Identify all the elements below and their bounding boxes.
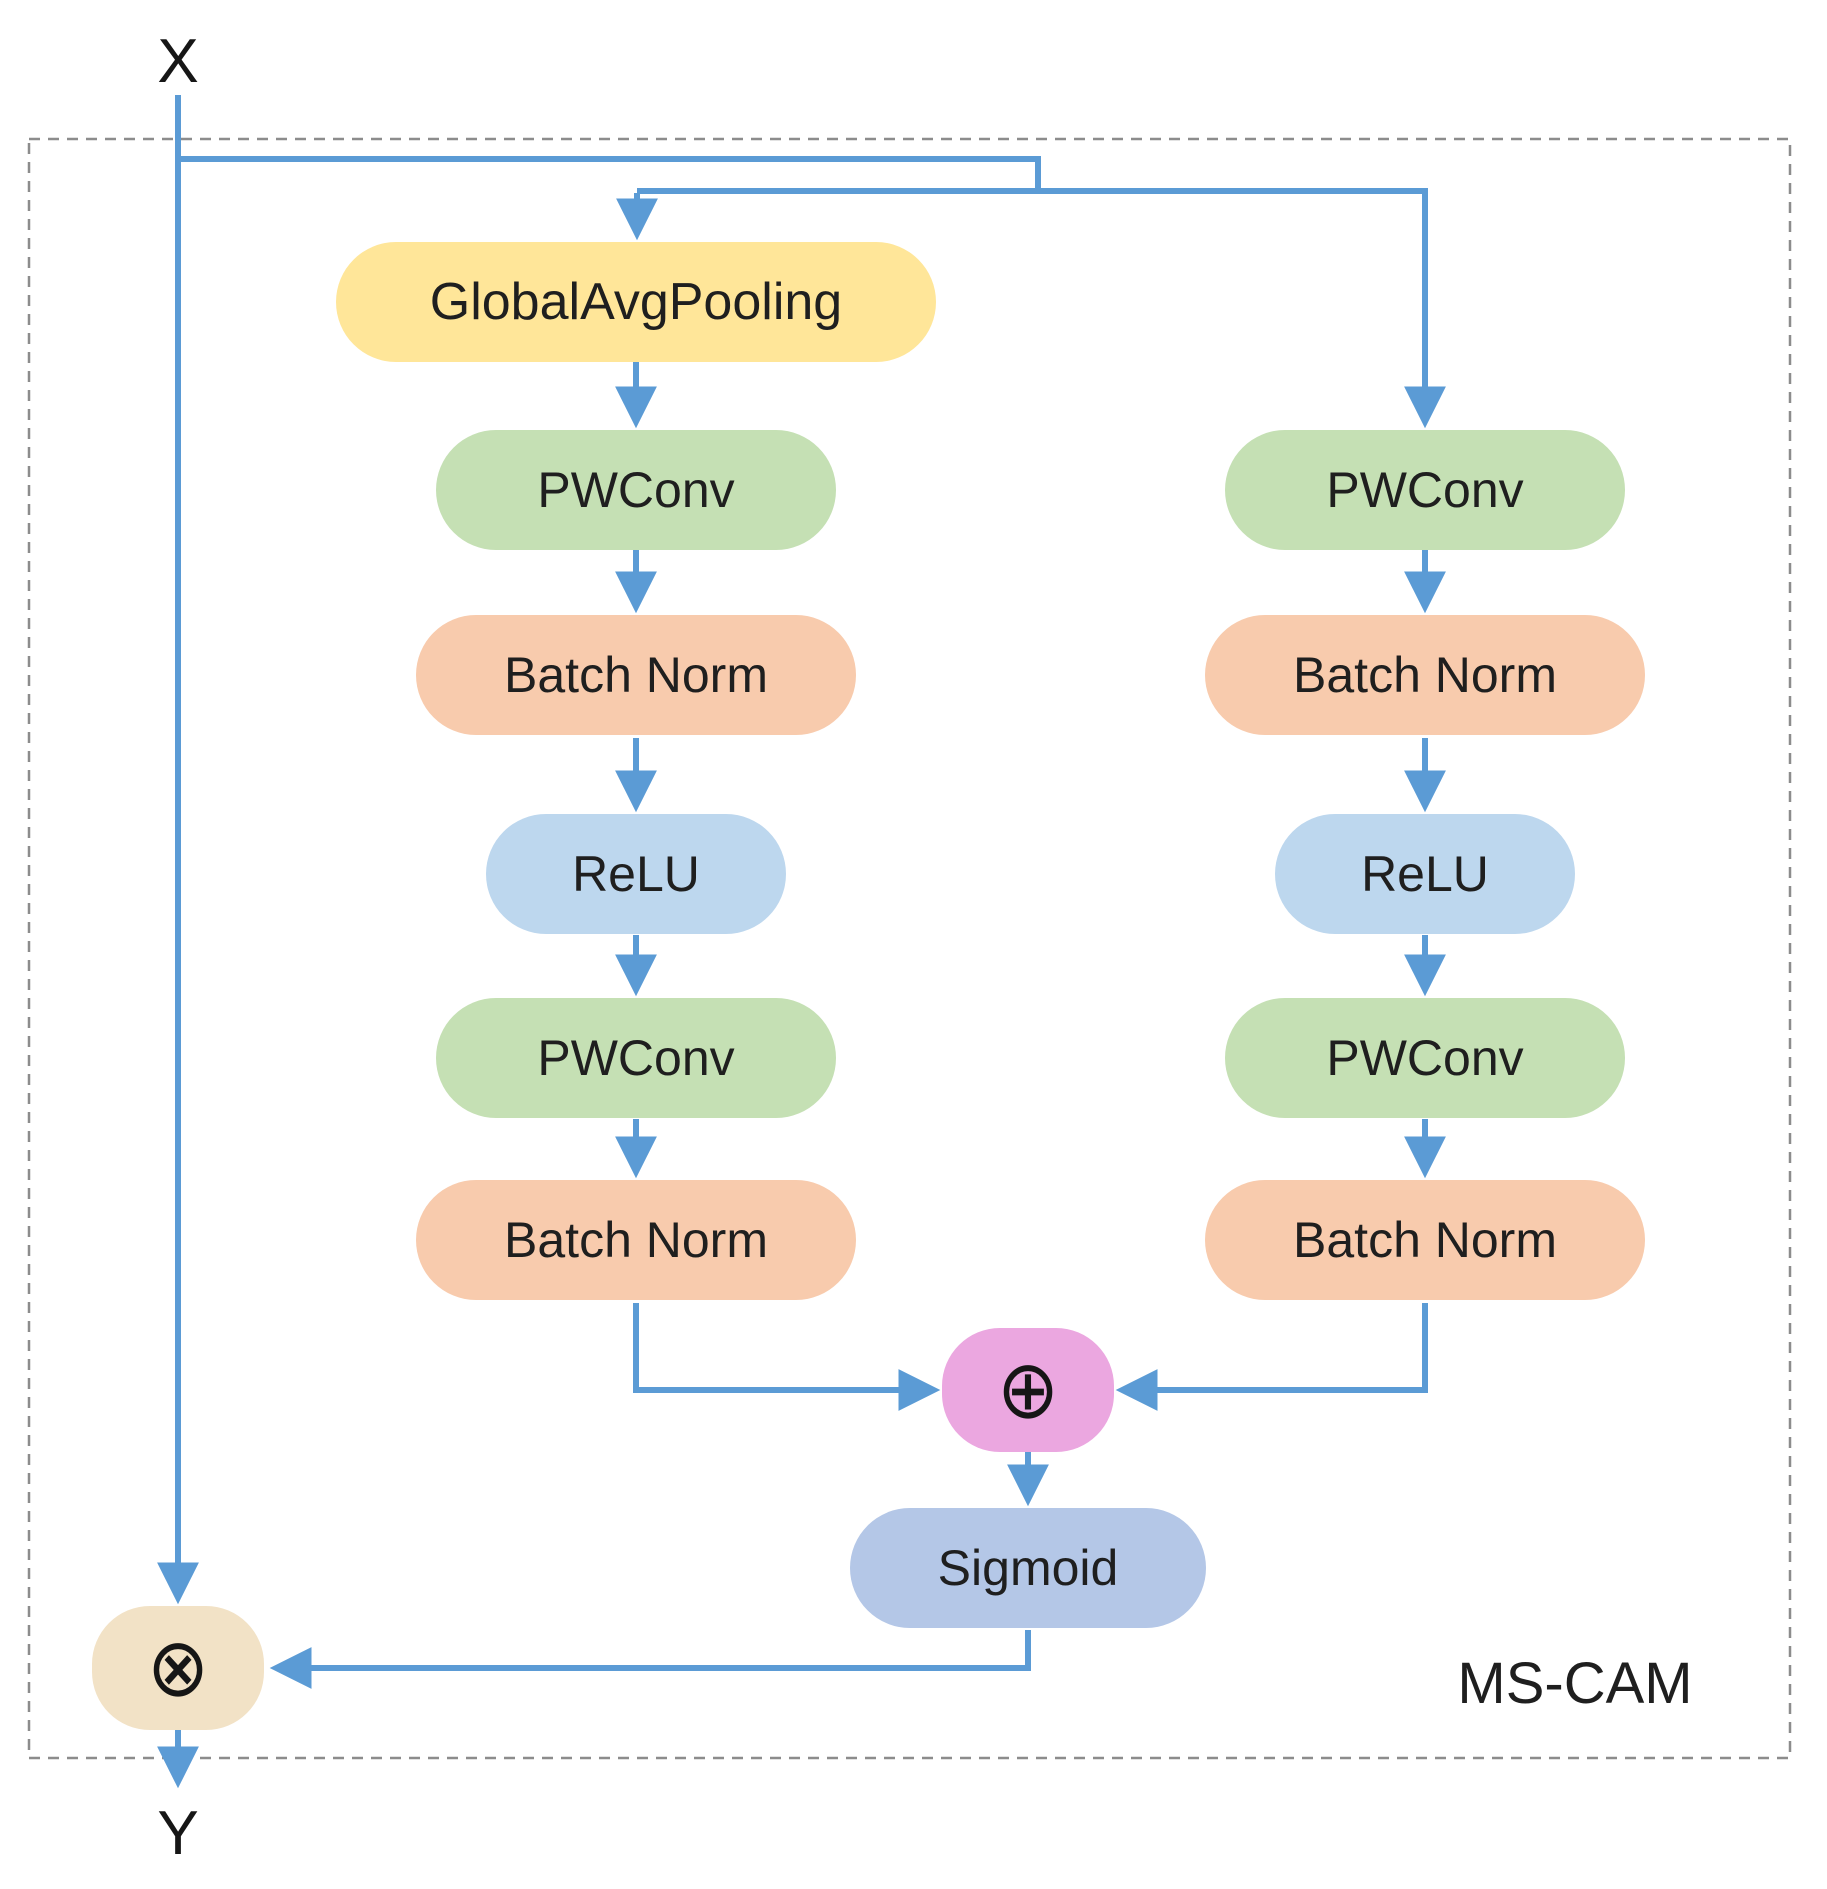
node-pwconv-left-2: PWConv <box>436 998 836 1118</box>
module-name-label: MS-CAM <box>1457 1651 1693 1716</box>
node-relu-left: ReLU <box>486 814 786 934</box>
output-label: Y <box>157 1799 199 1868</box>
node-pwconv-right-2: PWConv <box>1225 998 1625 1118</box>
node-pwconv-left-1: PWConv <box>436 430 836 550</box>
wire-rail-to-right-branch <box>637 188 1446 429</box>
node-sigmoid: Sigmoid <box>850 1508 1206 1628</box>
wire-input-split <box>178 156 1041 191</box>
add-operator: ⊕ <box>942 1328 1114 1452</box>
wire-right-bn2-to-add <box>1115 1303 1428 1411</box>
module-dashed-border <box>27 137 1792 1760</box>
input-label: X <box>157 27 199 96</box>
node-relu-right: ReLU <box>1275 814 1575 934</box>
wire-sigmoid-to-multiply <box>269 1630 1031 1689</box>
multiply-operator-icon: ⊗ <box>146 1620 209 1716</box>
node-batchnorm-right-2: Batch Norm <box>1205 1180 1645 1300</box>
node-batchnorm-left-1: Batch Norm <box>416 615 856 735</box>
node-pwconv-right-1: PWConv <box>1225 430 1625 550</box>
node-batchnorm-left-2: Batch Norm <box>416 1180 856 1300</box>
node-batchnorm-right-1: Batch Norm <box>1205 615 1645 735</box>
multiply-operator: ⊗ <box>92 1606 264 1730</box>
wire-left-bn2-to-add <box>633 1303 941 1411</box>
node-globalavgpooling: GlobalAvgPooling <box>336 242 936 362</box>
add-operator-icon: ⊕ <box>996 1342 1059 1438</box>
